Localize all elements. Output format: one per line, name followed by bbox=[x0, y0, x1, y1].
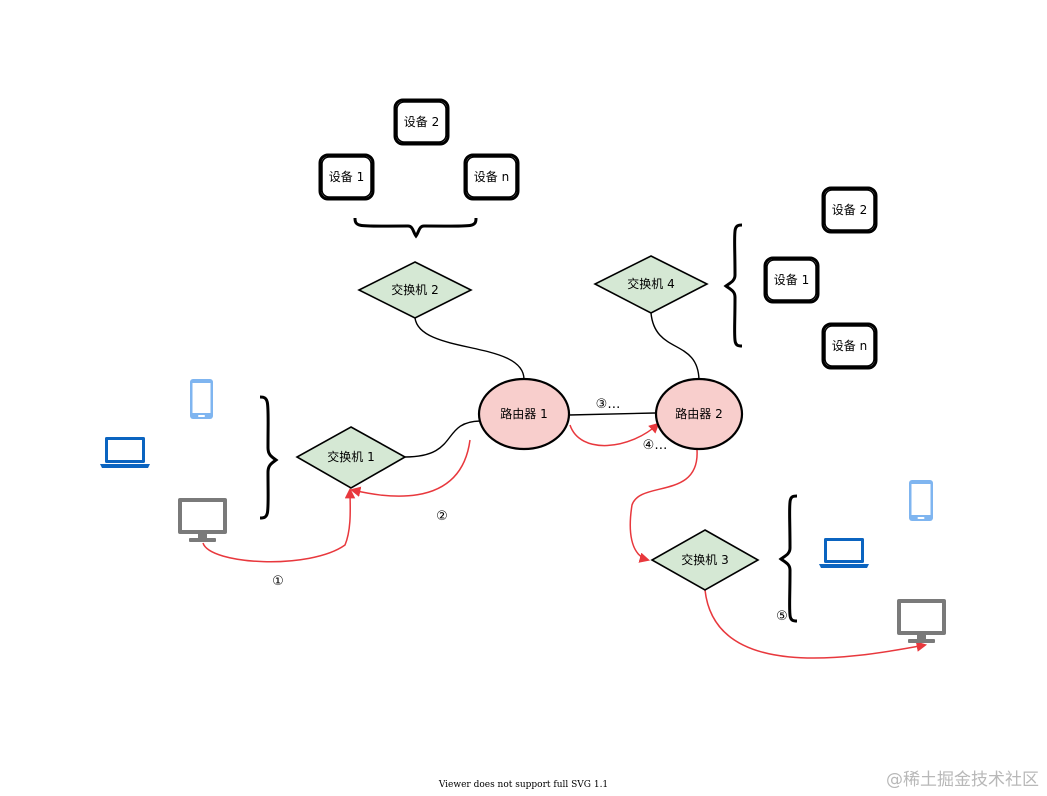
svg-support-notice: Viewer does not support full SVG 1.1 bbox=[438, 780, 609, 790]
router-1-label: 路由器 1 bbox=[500, 406, 547, 421]
device-box-top-2: 设备 2 bbox=[393, 98, 450, 146]
device-box-top-n: 设备 n bbox=[463, 153, 520, 201]
router-1: 路由器 1 bbox=[477, 377, 571, 451]
flow-router1-switch1 bbox=[349, 439, 471, 497]
device-label-right-2: 设备 2 bbox=[832, 203, 867, 217]
phone-icon bbox=[190, 379, 213, 419]
laptop-icon bbox=[819, 538, 869, 568]
monitor-icon bbox=[178, 498, 227, 542]
step-3: ③… bbox=[596, 397, 621, 412]
link-switch1-router1 bbox=[404, 420, 481, 458]
device-box-right-n: 设备 n bbox=[821, 322, 878, 370]
device-box-right-2: 设备 2 bbox=[821, 186, 878, 234]
router-2: 路由器 2 bbox=[654, 377, 744, 451]
switch-3-label: 交换机 3 bbox=[681, 552, 728, 567]
monitor-icon bbox=[897, 599, 946, 643]
switch-1: 交换机 1 bbox=[295, 426, 407, 489]
step-1: ① bbox=[272, 574, 284, 589]
watermark: @稀土掘金技术社区 bbox=[886, 770, 1039, 790]
brace-right-bottom bbox=[778, 494, 798, 623]
link-router1-router2 bbox=[568, 412, 656, 416]
device-label-right-1: 设备 1 bbox=[774, 273, 809, 287]
switch-3: 交换机 3 bbox=[650, 529, 760, 591]
brace-right-top bbox=[723, 223, 743, 348]
device-label-top-1: 设备 1 bbox=[329, 170, 364, 184]
phone-icon bbox=[909, 480, 933, 521]
laptop-icon bbox=[100, 437, 150, 468]
switch-4: 交换机 4 bbox=[593, 255, 709, 314]
device-box-right-1: 设备 1 bbox=[763, 256, 820, 304]
device-label-top-2: 设备 2 bbox=[404, 115, 439, 129]
brace-top bbox=[353, 217, 478, 239]
device-box-top-1: 设备 1 bbox=[318, 153, 375, 201]
flow-switch3-monitor bbox=[704, 589, 928, 659]
step-2: ② bbox=[436, 509, 448, 524]
router-2-label: 路由器 2 bbox=[675, 406, 722, 421]
link-switch2-router1 bbox=[414, 317, 525, 381]
brace-left bbox=[259, 395, 279, 520]
flow-router2-switch3 bbox=[629, 449, 698, 563]
flow-monitor-switch1 bbox=[202, 487, 356, 563]
switch-2: 交换机 2 bbox=[357, 261, 473, 319]
step-4: ④… bbox=[643, 438, 668, 453]
switch-4-label: 交换机 4 bbox=[627, 276, 674, 291]
switch-2-label: 交换机 2 bbox=[391, 282, 438, 297]
device-label-top-n: 设备 n bbox=[474, 170, 509, 184]
device-label-right-n: 设备 n bbox=[832, 339, 867, 353]
switch-1-label: 交换机 1 bbox=[327, 449, 374, 464]
step-5: ⑤ bbox=[776, 609, 788, 624]
flow-router1-router2 bbox=[569, 422, 660, 447]
link-switch4-router2 bbox=[650, 312, 700, 381]
